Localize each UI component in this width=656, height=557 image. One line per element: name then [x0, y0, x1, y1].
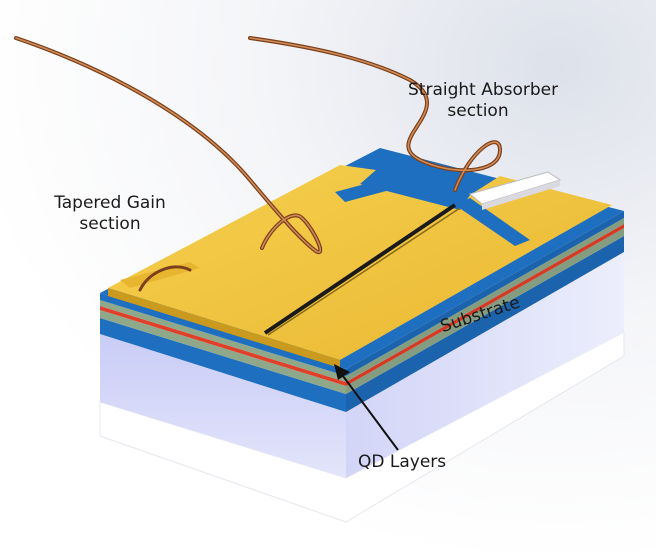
qd-layers-label: QD Layers [358, 452, 447, 472]
tapered-gain-label-line1: Tapered Gain [54, 193, 166, 213]
layer-stack-side [346, 211, 624, 412]
tapered-gain-label: Tapered Gain section [40, 193, 180, 235]
straight-absorber-label-line1: Straight Absorber [408, 80, 559, 100]
straight-absorber-label-line2: section [447, 101, 509, 121]
substrate-block [100, 252, 624, 478]
layer-stack-front [100, 293, 346, 412]
straight-absorber-label: Straight Absorber section [408, 80, 559, 122]
top-surface [100, 148, 624, 369]
tapered-gain-label-line2: section [79, 214, 141, 234]
bond-wires [14, 36, 503, 292]
qd-layers-arrow [334, 364, 399, 451]
